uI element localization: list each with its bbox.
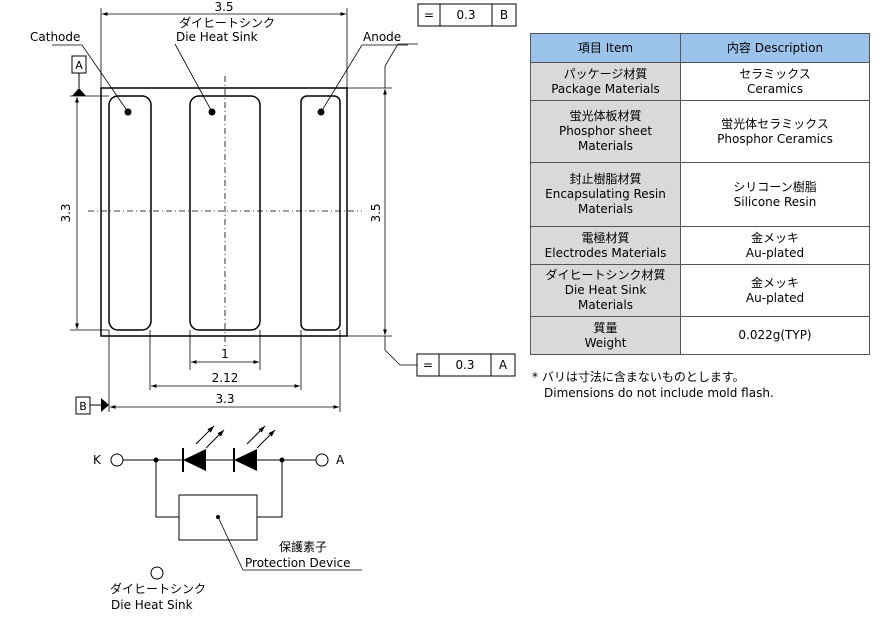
item-jp: パッケージ材質 (563, 66, 648, 81)
heat-sink-terminal (150, 566, 164, 580)
desc-jp: 金メッキ (750, 275, 799, 290)
item-en-2: Materials (577, 139, 633, 153)
package-outline (100, 87, 348, 337)
die-heat-sink-label-jp: ダイヒートシンク (179, 15, 275, 30)
terminal-a-label: A (336, 453, 345, 467)
item-en: Phosphor sheet (558, 124, 653, 138)
heat-sink-label-jp: ダイヒートシンク (110, 581, 206, 596)
table-row: パッケージ材質 Package Materials セラミックス Ceramic… (530, 62, 870, 101)
datum-b-label: B (79, 400, 87, 413)
materials-table: 項目 Item 内容 Description パッケージ材質 Package M… (530, 33, 870, 355)
table-row: 蛍光体板材質 Phosphor sheet Materials 蛍光体セラミック… (530, 100, 870, 163)
item-en-2: Materials (577, 298, 633, 312)
terminal-a (315, 453, 329, 467)
tolerance-top-datum: B (500, 8, 508, 22)
dim-top-width: 3.5 (214, 0, 233, 14)
led-symbol-1 (183, 449, 206, 471)
heat-sink-pad (189, 95, 261, 331)
tolerance-bottom-datum: A (499, 358, 508, 372)
desc-en: Ceramics (747, 81, 803, 96)
item-jp: 蛍光体板材質 (569, 109, 642, 123)
dim-left-height: 3.3 (59, 203, 73, 222)
die-heat-sink-label-en: Die Heat Sink (176, 30, 258, 44)
protection-label-jp: 保護素子 (279, 539, 327, 554)
tolerance-bottom-symbol: = (423, 358, 433, 372)
item-cell: 蛍光体板材質 Phosphor sheet Materials (530, 100, 681, 163)
datum-b: B (75, 396, 109, 415)
table-row: 質量 Weight 0.022g(TYP) (530, 316, 870, 355)
item-cell: ダイヒートシンク材質 Die Heat Sink Materials (530, 264, 681, 317)
item-cell: 封止樹脂材質 Encapsulating Resin Materials (530, 162, 681, 227)
table-note: * バリは寸法に含まないものとします。 Dimensions do not in… (532, 369, 774, 401)
datum-a: A (71, 55, 87, 96)
led-symbol-2 (234, 449, 257, 471)
desc-cell: シリコーン樹脂 Silicone Resin (680, 162, 870, 227)
item-cell: 質量 Weight (530, 316, 681, 355)
item-jp: 封止樹脂材質 (569, 172, 642, 186)
circuit-schematic: K A 保護素子 Protection Device ダイヒートシンク Die … (93, 425, 362, 612)
item-en-2: Materials (577, 202, 633, 216)
dim-bottom-width: 3.3 (215, 392, 234, 406)
table-row: 電極材質 Electrodes Materials 金メッキ Au-plated (530, 226, 870, 265)
desc-jp: シリコーン樹脂 (733, 179, 817, 194)
desc-jp: セラミックス (739, 66, 811, 81)
item-cell: パッケージ材質 Package Materials (530, 62, 681, 101)
terminal-k (110, 453, 124, 467)
table-row: 封止樹脂材質 Encapsulating Resin Materials シリコ… (530, 162, 870, 227)
item-en: Die Heat Sink (564, 283, 647, 297)
tolerance-frame-top: = 0.3 B (417, 3, 517, 27)
desc-cell: 金メッキ Au-plated (680, 226, 870, 265)
desc-jp: 金メッキ (750, 230, 799, 245)
dim-right-height: 3.5 (369, 203, 383, 222)
header-description: 内容 Description (680, 33, 870, 63)
dim-pad-span: 2.12 (212, 371, 239, 385)
item-jp: 電極材質 (581, 230, 630, 245)
item-en: Package Materials (551, 81, 660, 96)
desc-cell: セラミックス Ceramics (680, 62, 870, 101)
tolerance-bottom-value: 0.3 (455, 358, 474, 372)
table-row: ダイヒートシンク材質 Die Heat Sink Materials 金メッキ … (530, 264, 870, 317)
desc-jp: 0.022g(TYP) (738, 328, 812, 342)
desc-cell: 0.022g(TYP) (680, 316, 870, 355)
item-jp: ダイヒートシンク材質 (545, 268, 666, 282)
anode-label: Anode (363, 30, 401, 44)
header-item: 項目 Item (530, 33, 681, 63)
item-en: Encapsulating Resin (545, 187, 666, 201)
cathode-pad (108, 95, 152, 331)
desc-en: Phosphor Ceramics (717, 131, 833, 146)
heat-sink-label-en: Die Heat Sink (111, 598, 193, 612)
item-en: Electrodes Materials (544, 245, 667, 260)
anode-pad (300, 95, 341, 331)
note-line-jp: * バリは寸法に含まないものとします。 (532, 370, 745, 384)
item-jp: 質量 (593, 320, 618, 335)
desc-jp: 蛍光体セラミックス (721, 116, 829, 131)
table-header-row: 項目 Item 内容 Description (530, 33, 870, 63)
tolerance-frame-bottom: = 0.3 A (416, 353, 516, 377)
terminal-k-label: K (93, 453, 102, 467)
datum-a-label: A (75, 59, 83, 72)
item-en: Weight (584, 335, 627, 350)
tolerance-top-symbol: = (424, 8, 434, 22)
protection-label-en: Protection Device (245, 556, 351, 570)
desc-en: Au-plated (745, 290, 805, 305)
dim-center-width: 1 (221, 347, 229, 361)
note-line-en: Dimensions do not include mold flash. (544, 386, 774, 400)
tolerance-top-value: 0.3 (456, 8, 475, 22)
desc-en: Silicone Resin (733, 194, 817, 209)
item-cell: 電極材質 Electrodes Materials (530, 226, 681, 265)
desc-cell: 蛍光体セラミックス Phosphor Ceramics (680, 100, 870, 163)
cathode-label: Cathode (30, 30, 80, 44)
desc-cell: 金メッキ Au-plated (680, 264, 870, 317)
desc-en: Au-plated (745, 245, 805, 260)
